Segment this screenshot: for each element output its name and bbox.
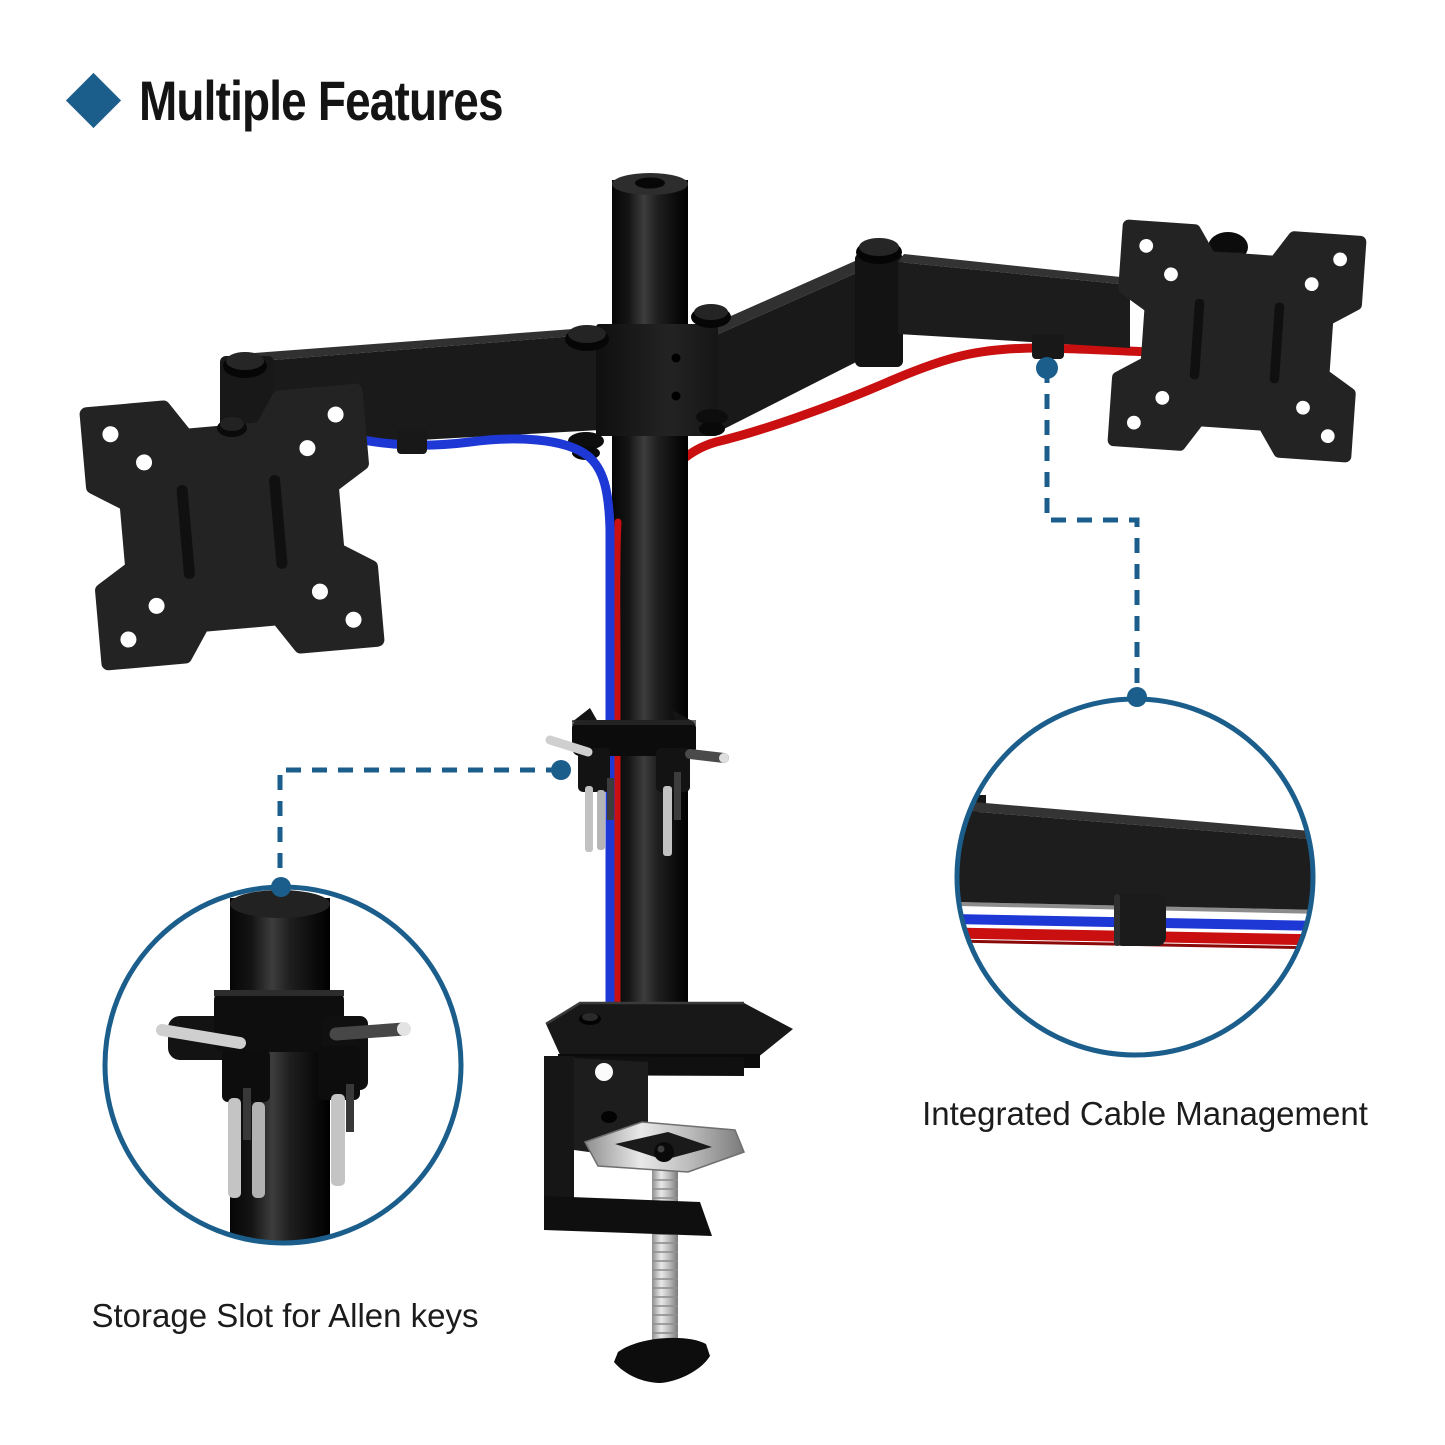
right-vesa-plate (1114, 226, 1361, 457)
callout-connectors (271, 357, 1147, 897)
callout-dot-cable-source (1036, 357, 1058, 379)
callout-line-cable-management (1044, 368, 1140, 696)
page-title: Multiple Features (139, 69, 504, 132)
desk-clamp (544, 1001, 793, 1383)
callout-dot-allen-source (551, 760, 571, 780)
callout-dot-allen-circle (271, 877, 291, 897)
red-cable-clip (1032, 334, 1064, 359)
right-arm (706, 238, 1130, 434)
allen-key-holder (545, 708, 729, 856)
blue-cable-clip (397, 429, 427, 454)
callout-dot-cable-circle (1127, 687, 1147, 707)
pole (612, 173, 688, 1016)
inset-circle-cable-management (954, 696, 1316, 1058)
callout-line-allen-keys (277, 767, 561, 886)
inset-circle-allen-keys (102, 884, 464, 1246)
header: Multiple Features (65, 68, 583, 133)
callout-label-cable-management: Integrated Cable Management (922, 1095, 1368, 1132)
red-cable-pole (613, 518, 622, 1012)
diamond-icon (65, 72, 122, 129)
left-vesa-plate (87, 352, 378, 663)
callout-label-allen-keys: Storage Slot for Allen keys (91, 1297, 479, 1334)
